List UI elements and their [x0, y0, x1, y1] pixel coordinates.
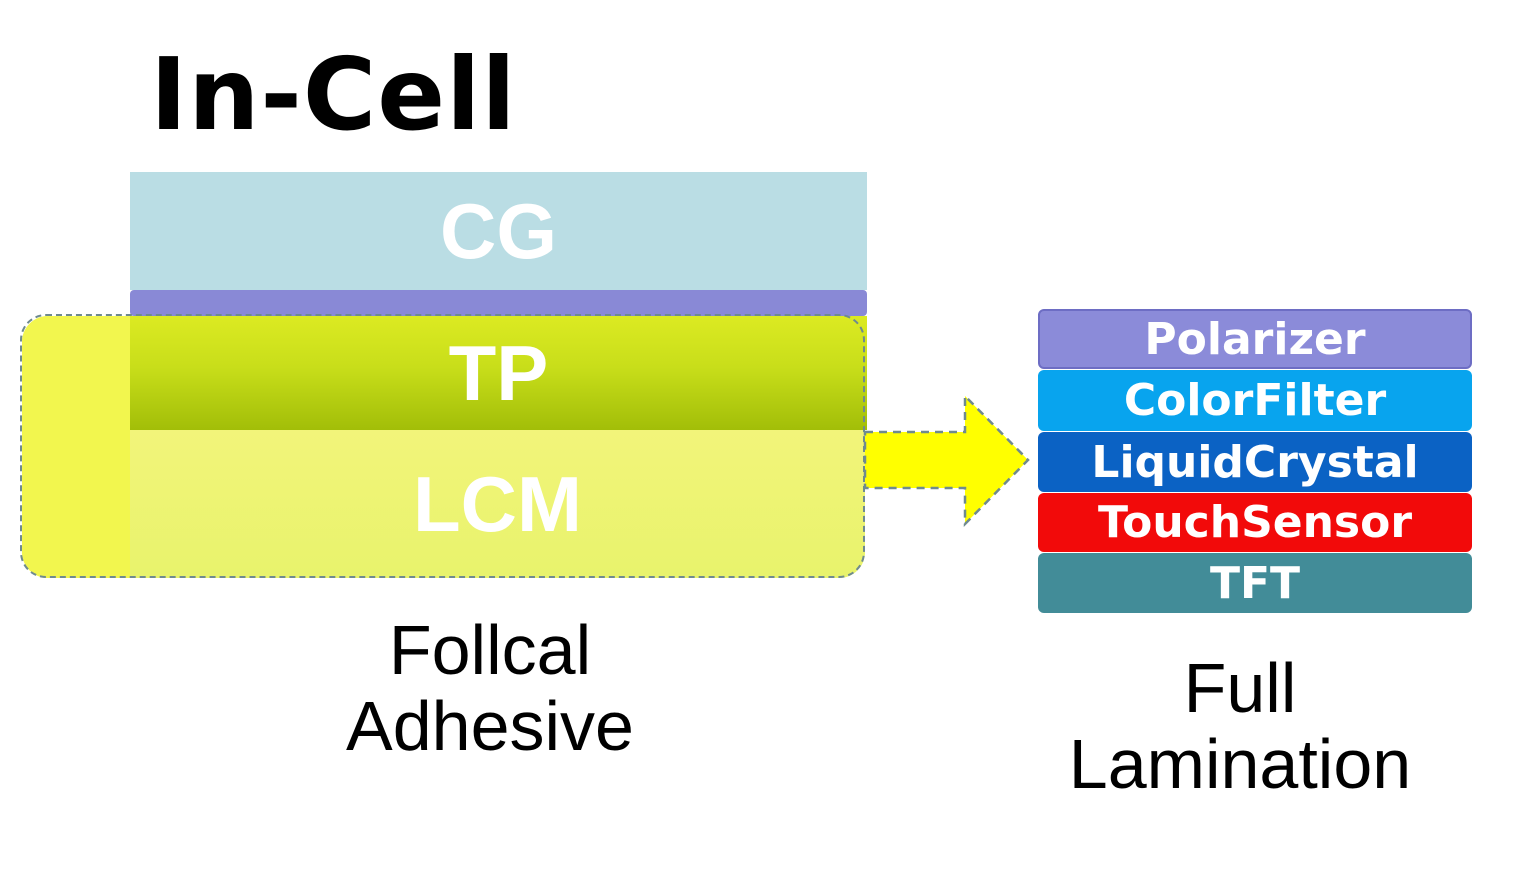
tft-layer: TFT	[1038, 553, 1472, 613]
right-caption-line2: Lamination	[1068, 725, 1412, 803]
tp-layer: TP	[130, 316, 867, 430]
liquid-crystal-layer: LiquidCrystal	[1038, 432, 1472, 492]
lcm-label: LCM	[413, 459, 582, 548]
adhesive-side-panel	[22, 316, 130, 578]
cg-layer: CG	[130, 172, 867, 290]
right-arrow-icon	[863, 392, 1030, 528]
tft-label: TFT	[1209, 557, 1301, 609]
polarizer-strip	[130, 290, 867, 316]
color-filter-label: ColorFilter	[1123, 375, 1387, 426]
polarizer-label: Polarizer	[1144, 313, 1366, 365]
left-caption-line2: Adhesive	[346, 687, 634, 765]
page-title: In-Cell	[150, 36, 517, 153]
touch-sensor-layer: TouchSensor	[1038, 493, 1472, 552]
touch-sensor-label: TouchSensor	[1097, 497, 1413, 548]
tp-label: TP	[448, 328, 549, 417]
color-filter-layer: ColorFilter	[1038, 370, 1472, 431]
right-caption-line1: Full	[1183, 649, 1297, 727]
right-caption: Full Lamination	[1020, 650, 1460, 802]
liquid-crystal-label: LiquidCrystal	[1091, 436, 1419, 488]
left-caption-line1: Follcal	[388, 611, 592, 689]
left-caption: Follcal Adhesive	[290, 612, 690, 764]
polarizer-layer: Polarizer	[1038, 309, 1472, 369]
lcm-layer: LCM	[130, 430, 865, 578]
cg-label: CG	[440, 186, 557, 275]
